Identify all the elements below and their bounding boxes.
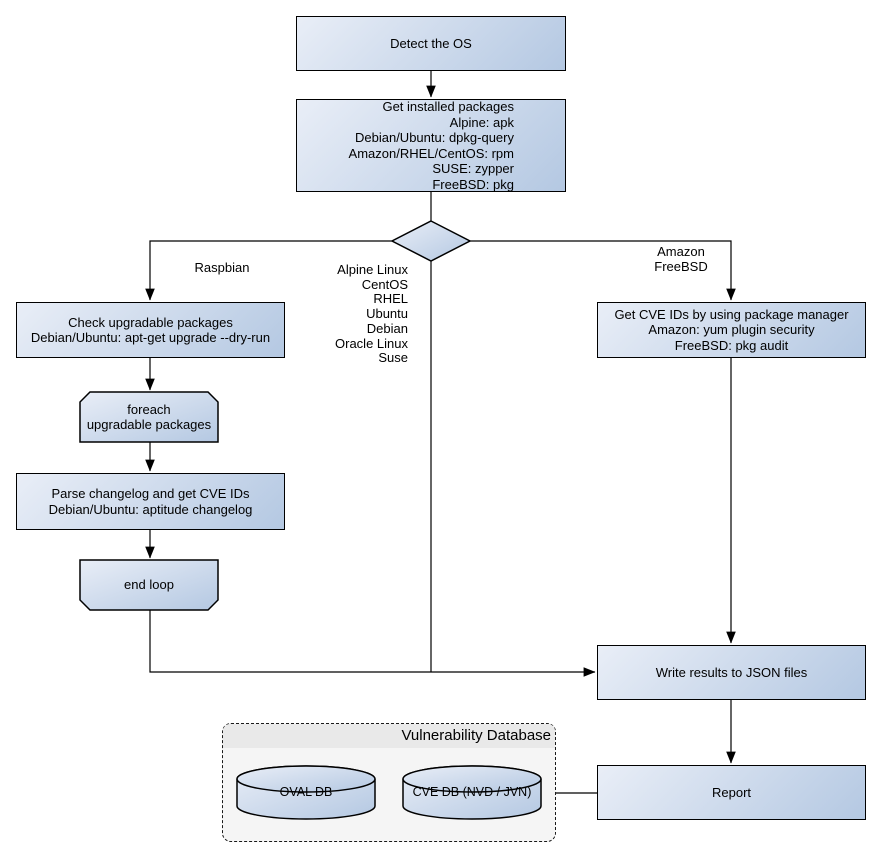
oval-db-label: OVAL DB (279, 784, 333, 799)
vulnerability-database-header-band (223, 724, 555, 748)
edge-endloop-to-write-results (149, 610, 596, 677)
foreach-loop-shape (79, 391, 219, 443)
edge-label-raspbian: Raspbian (194, 260, 250, 275)
end-loop-shape (79, 559, 219, 611)
cve-db-label: CVE DB (NVD / JVN) (412, 784, 532, 799)
edge-decision-to-get-cve-ids (470, 240, 736, 301)
edge-label-amazon-freebsd: Amazon FreeBSD (654, 244, 708, 274)
vulnerability-database-title: Vulnerability Database (401, 727, 551, 744)
decision-diamond (390, 220, 472, 262)
cve-db-cylinder-lid (402, 765, 542, 793)
node-report: Report (597, 765, 866, 820)
node-parse-changelog: Parse changelog and get CVE IDs Debian/U… (16, 473, 285, 530)
edge-decision-to-check-upgradable (145, 240, 392, 301)
edge-label-os-list: Alpine Linux CentOS RHEL Ubuntu Debian O… (335, 262, 408, 366)
node-check-upgradable-packages: Check upgradable packages Debian/Ubuntu:… (16, 302, 285, 358)
end-loop-label: end loop (124, 577, 174, 593)
foreach-loop-label: foreach upgradable packages (86, 401, 212, 433)
oval-db-cylinder-lid (236, 765, 376, 793)
node-get-cve-ids: Get CVE IDs by using package manager Ama… (597, 302, 866, 358)
node-get-installed-packages: Get installed packages Alpine: apk Debia… (296, 99, 566, 192)
node-write-results-json: Write results to JSON files (597, 645, 866, 700)
node-detect-os: Detect the OS (296, 16, 566, 71)
